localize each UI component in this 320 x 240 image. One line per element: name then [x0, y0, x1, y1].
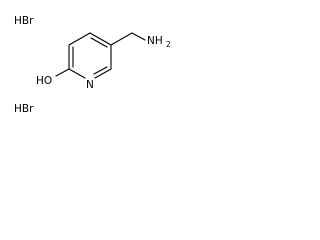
- chemical-structure: HBr HBr HO N NH 2: [14, 15, 171, 115]
- hydroxyl-label: HO: [36, 75, 52, 87]
- bond-c2-oh: [55, 68, 70, 77]
- ring-nitrogen-label: N: [86, 79, 94, 91]
- amine-subscript: 2: [166, 40, 171, 49]
- amine-label: NH: [147, 35, 163, 47]
- bond-n-c2: [68, 68, 86, 79]
- bond-c5-ch2: [110, 32, 133, 46]
- salt-label-hbr-top: HBr: [14, 15, 34, 27]
- bond-c6-n: [94, 68, 112, 79]
- salt-label-hbr-bottom: HBr: [14, 103, 34, 115]
- pyridine-ring: [68, 32, 112, 79]
- bond-c6-n-inner: [93, 66, 108, 75]
- bond-c4-c5-inner: [90, 37, 108, 48]
- bond-c3-c4: [68, 32, 91, 46]
- bond-c4-c5: [89, 32, 112, 46]
- bond-ch2-nh2: [131, 32, 146, 41]
